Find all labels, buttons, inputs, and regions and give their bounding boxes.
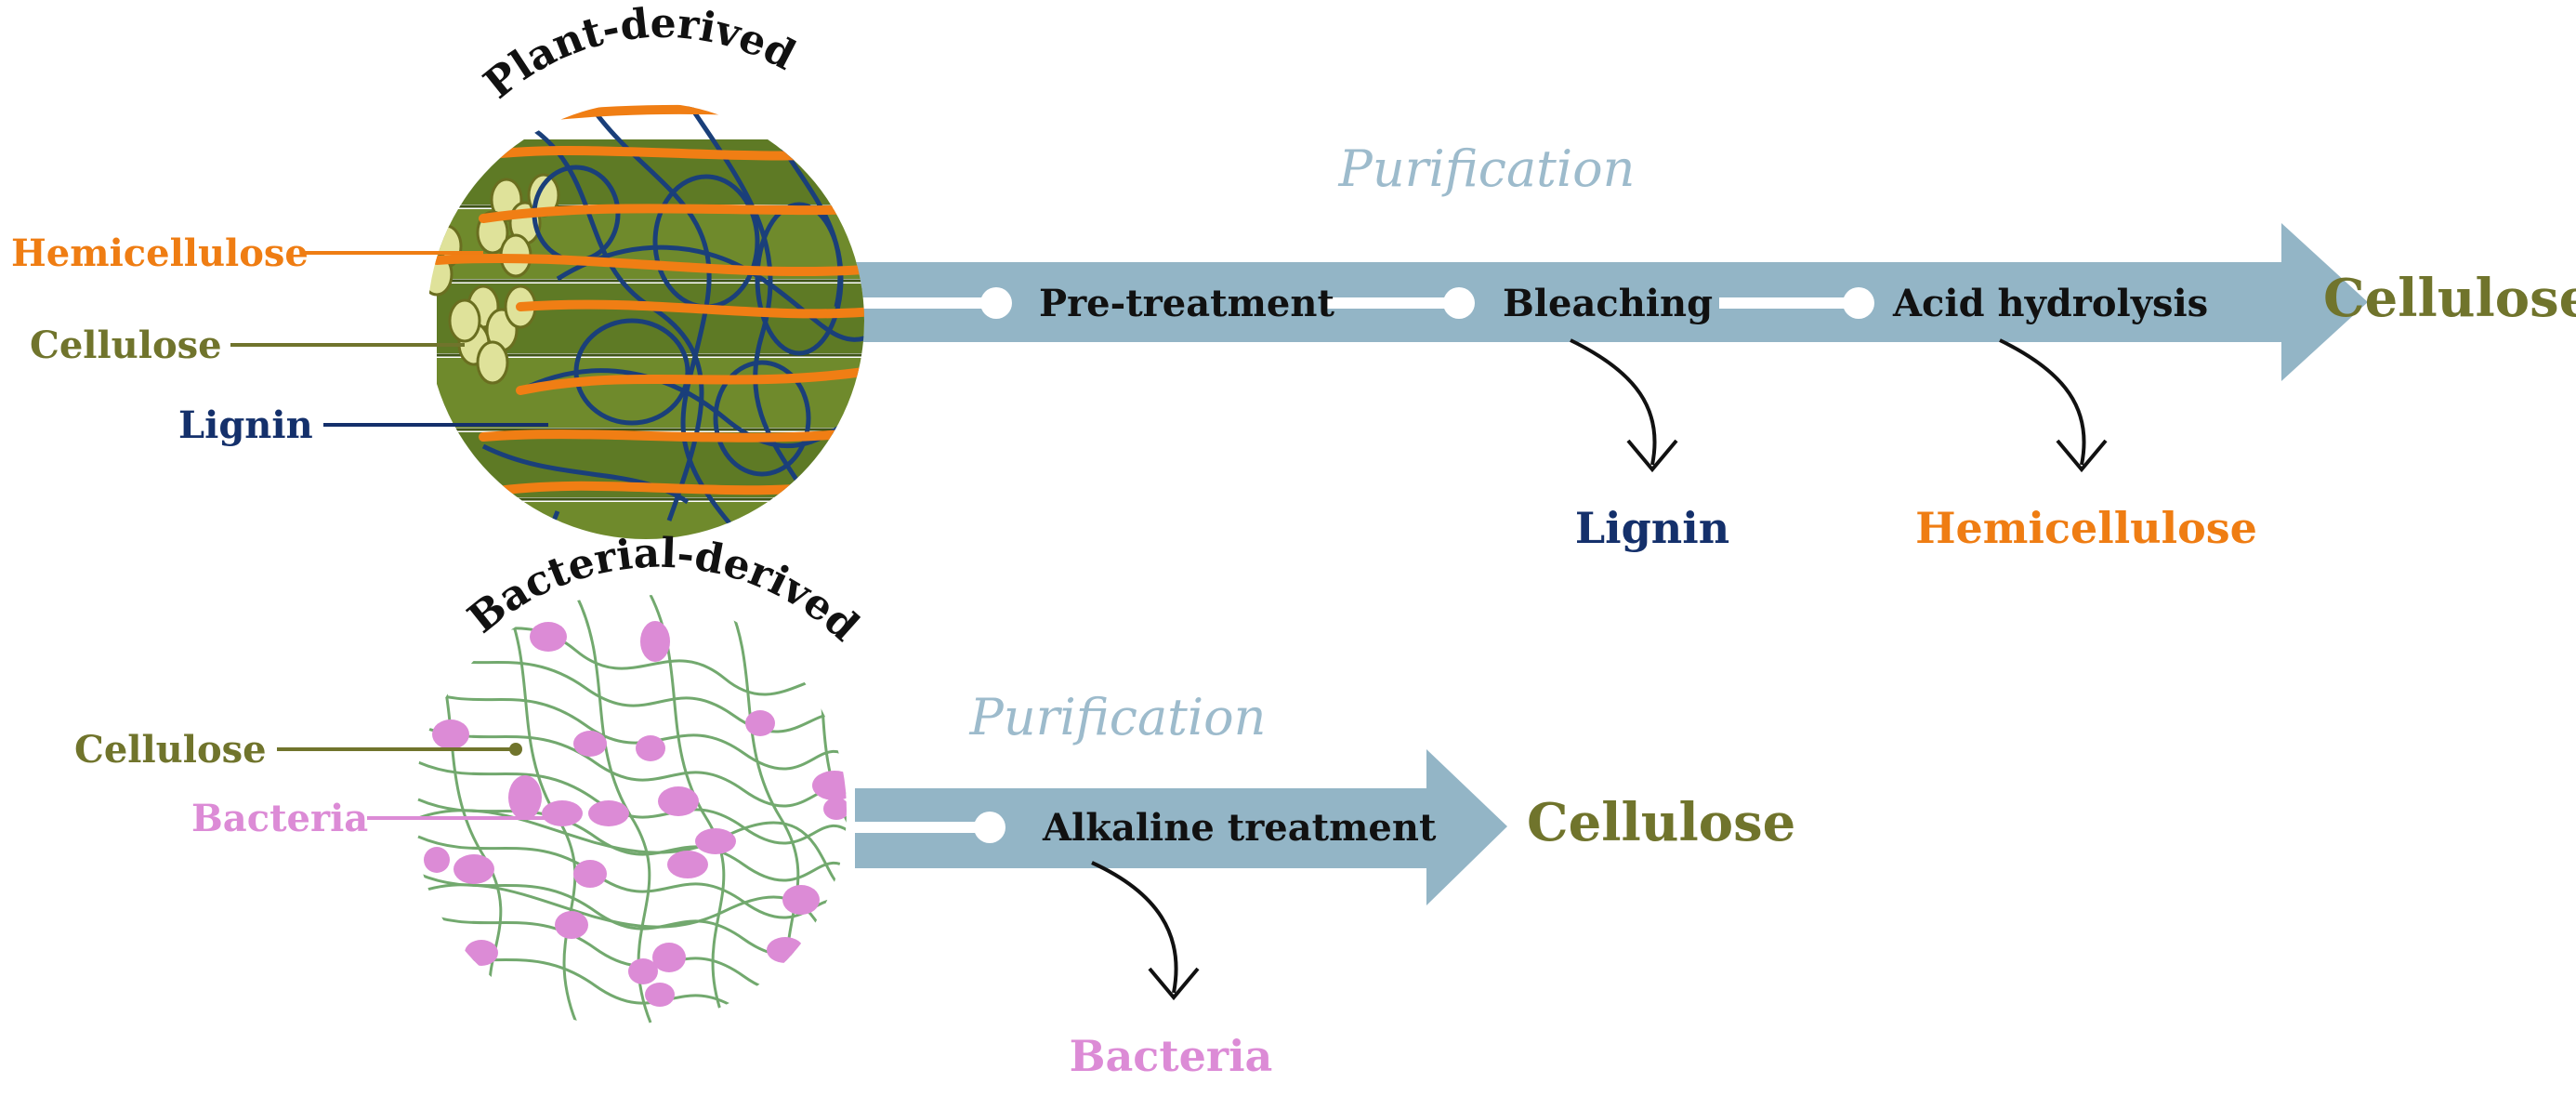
label-cellulose-bacterial: Cellulose (74, 728, 267, 772)
label-hemicellulose: Hemicellulose (11, 231, 309, 275)
bleaching-byproduct-arrow (1570, 338, 1678, 473)
plant-step-connectors (855, 287, 1874, 319)
step-bleaching: Bleaching (1503, 282, 1713, 325)
bacterial-purification-label: Purification (969, 688, 1267, 746)
step-acid-hydrolysis: Acid hydrolysis (1892, 282, 2208, 325)
step-pre-treatment: Pre-treatment (1039, 282, 1334, 325)
plant-fiber-illustration (427, 102, 864, 539)
acid-hydrolysis-byproduct-arrow (1999, 338, 2108, 473)
bacterial-cellulose-leader-dot (509, 743, 522, 756)
label-bacteria: Bacteria (191, 797, 368, 840)
label-cellulose-plant: Cellulose (30, 323, 222, 367)
plant-process-arrow (855, 223, 2368, 381)
bacterial-step-connector (855, 812, 1005, 843)
plant-title: Plant-derived (475, 0, 802, 108)
label-lignin: Lignin (178, 403, 313, 447)
byproduct-bacteria: Bacteria (1070, 1031, 1273, 1081)
alkaline-byproduct-arrow (1091, 861, 1200, 1001)
byproduct-hemicellulose: Hemicellulose (1915, 503, 2257, 553)
bacterial-product-cellulose: Cellulose (1527, 792, 1795, 853)
plant-product-cellulose: Cellulose (2323, 268, 2576, 329)
byproduct-lignin: Lignin (1575, 503, 1729, 553)
bacterial-cellulose-illustration (414, 594, 847, 1027)
step-alkaline-treatment: Alkaline treatment (1042, 806, 1437, 850)
bacterial-process-arrow (855, 749, 1507, 905)
plant-purification-label: Purification (1338, 139, 1636, 198)
